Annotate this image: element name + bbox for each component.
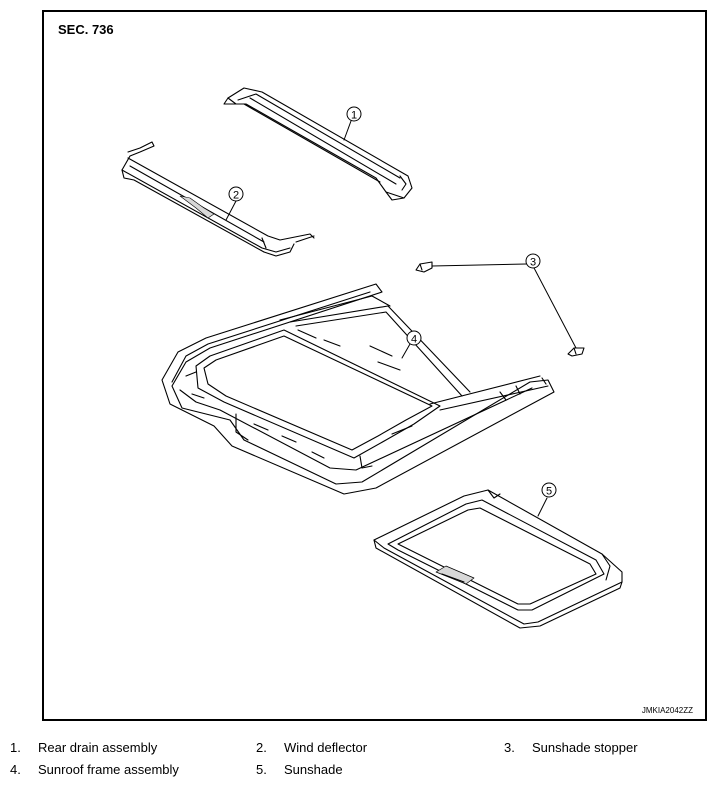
leader-3b (532, 265, 577, 349)
leader-2 (225, 200, 237, 221)
legend-label: Sunshade stopper (532, 740, 638, 755)
leader-1 (343, 120, 352, 141)
callout-1: 1 (346, 106, 362, 122)
svg-text:3: 3 (530, 257, 536, 269)
callout-2: 2 (228, 186, 244, 202)
wind-deflector (121, 141, 315, 257)
legend-label: Rear drain assembly (38, 740, 158, 755)
callouts: 1 2 3 4 5 (228, 106, 557, 498)
legend-number: 1. (10, 740, 21, 755)
callout-3: 3 (525, 253, 541, 269)
figure-code: JMKIA2042ZZ (641, 706, 693, 715)
callout-5: 5 (541, 482, 557, 498)
diagram-frame: SEC. 736 JMKIA2042ZZ (42, 10, 707, 721)
section-label: SEC. 736 (58, 22, 114, 37)
legend-number: 4. (10, 762, 21, 777)
legend-label: Sunshade (284, 762, 343, 777)
callout-4: 4 (406, 330, 422, 346)
legend-label: Wind deflector (284, 740, 368, 755)
svg-text:2: 2 (233, 190, 239, 202)
legend-number: 3. (504, 740, 515, 755)
leader-4 (401, 343, 411, 359)
exploded-view: 1 2 3 4 5 (121, 87, 623, 629)
sunroof-frame-assembly (161, 283, 555, 495)
leader-3a (431, 263, 527, 267)
sunshade-stopper (415, 261, 585, 357)
legend-number: 2. (256, 740, 267, 755)
sunshade (373, 489, 623, 629)
leader-lines (225, 120, 577, 517)
rear-drain-assembly (223, 87, 413, 201)
leader-5 (537, 497, 548, 517)
svg-text:4: 4 (411, 334, 417, 346)
legend-number: 5. (256, 762, 267, 777)
legend-label: Sunroof frame assembly (38, 762, 179, 777)
svg-text:1: 1 (351, 110, 357, 122)
svg-text:5: 5 (546, 486, 552, 498)
